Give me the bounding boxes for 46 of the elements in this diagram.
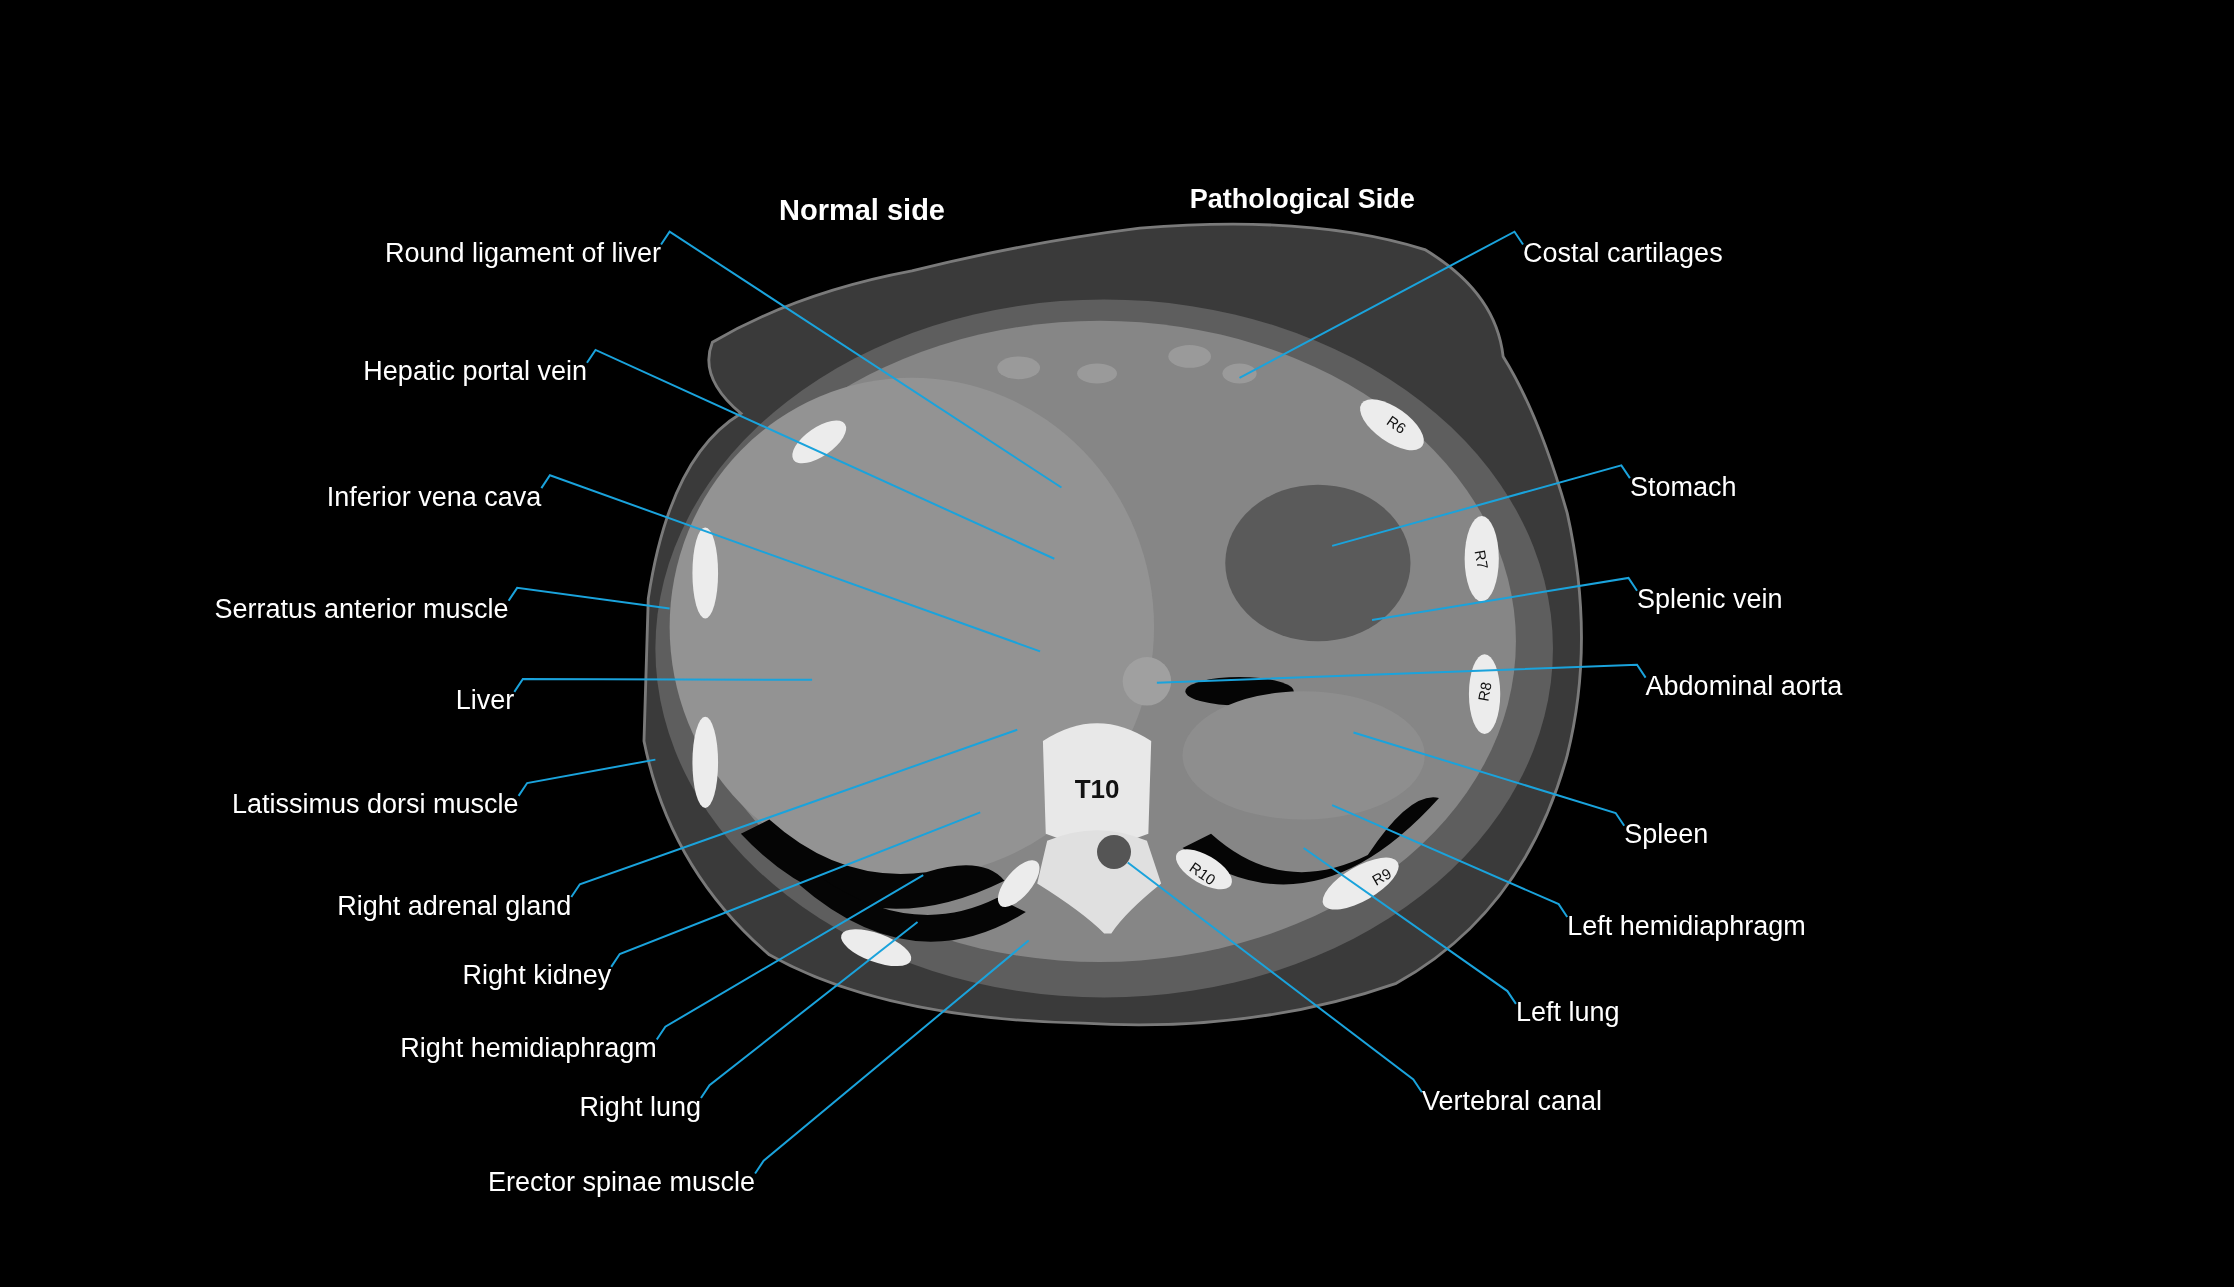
anatomy-label: Costal cartilages xyxy=(1523,238,1723,270)
leader-line xyxy=(1126,861,1423,1094)
anatomy-label: Liver xyxy=(455,685,515,717)
anatomy-label: Abdominal aorta xyxy=(1645,671,1843,703)
leader-line xyxy=(1371,576,1639,621)
leader-line xyxy=(754,939,1030,1175)
leader-line xyxy=(660,230,1063,489)
anatomy-label: Round ligament of liver xyxy=(384,238,662,270)
rib-label: R8 xyxy=(1475,680,1494,702)
vertebra-label: T10 xyxy=(1074,776,1120,803)
leader-line xyxy=(513,678,814,693)
leader-line xyxy=(1155,663,1647,684)
leader-line xyxy=(610,811,982,968)
side-heading: Pathological Side xyxy=(1189,185,1415,213)
leader-line xyxy=(517,758,657,797)
side-heading: Normal side xyxy=(778,196,945,226)
anatomy-label: Right lung xyxy=(579,1091,701,1123)
anatomy-label: Spleen xyxy=(1624,819,1709,851)
anatomy-label: Splenic vein xyxy=(1637,584,1783,616)
anatomy-label: Stomach xyxy=(1629,471,1737,503)
anatomy-label: Right adrenal gland xyxy=(337,890,572,922)
anatomy-label: Left lung xyxy=(1515,997,1620,1029)
leader-line xyxy=(586,348,1056,560)
rib-label: R7 xyxy=(1472,549,1491,571)
leader-line xyxy=(570,728,1019,899)
anatomy-label: Serratus anterior muscle xyxy=(214,594,509,626)
leader-line xyxy=(507,586,671,610)
leader-line xyxy=(699,921,919,1099)
rib-label: R6 xyxy=(1384,412,1409,437)
leader-line xyxy=(540,474,1042,653)
rib-label: R9 xyxy=(1369,864,1395,888)
leader-line xyxy=(1238,230,1525,379)
anatomy-label: Erector spinae muscle xyxy=(488,1167,756,1199)
anatomy-label: Inferior vena cava xyxy=(326,481,542,513)
leader-line xyxy=(1302,846,1517,1005)
leader-line xyxy=(655,874,925,1041)
anatomy-label: Hepatic portal vein xyxy=(363,356,587,388)
leader-line xyxy=(1352,731,1626,827)
leader-line xyxy=(1331,804,1569,918)
anatomy-label: Right hemidiaphragm xyxy=(400,1033,657,1065)
anatomy-label: Latissimus dorsi muscle xyxy=(232,789,519,821)
anatomy-label: Vertebral canal xyxy=(1421,1085,1602,1117)
leader-line xyxy=(1331,464,1631,547)
rib-label: R10 xyxy=(1186,859,1219,888)
anatomy-label: Left hemidiaphragm xyxy=(1567,910,1806,942)
anatomy-label: Right kidney xyxy=(462,960,612,992)
